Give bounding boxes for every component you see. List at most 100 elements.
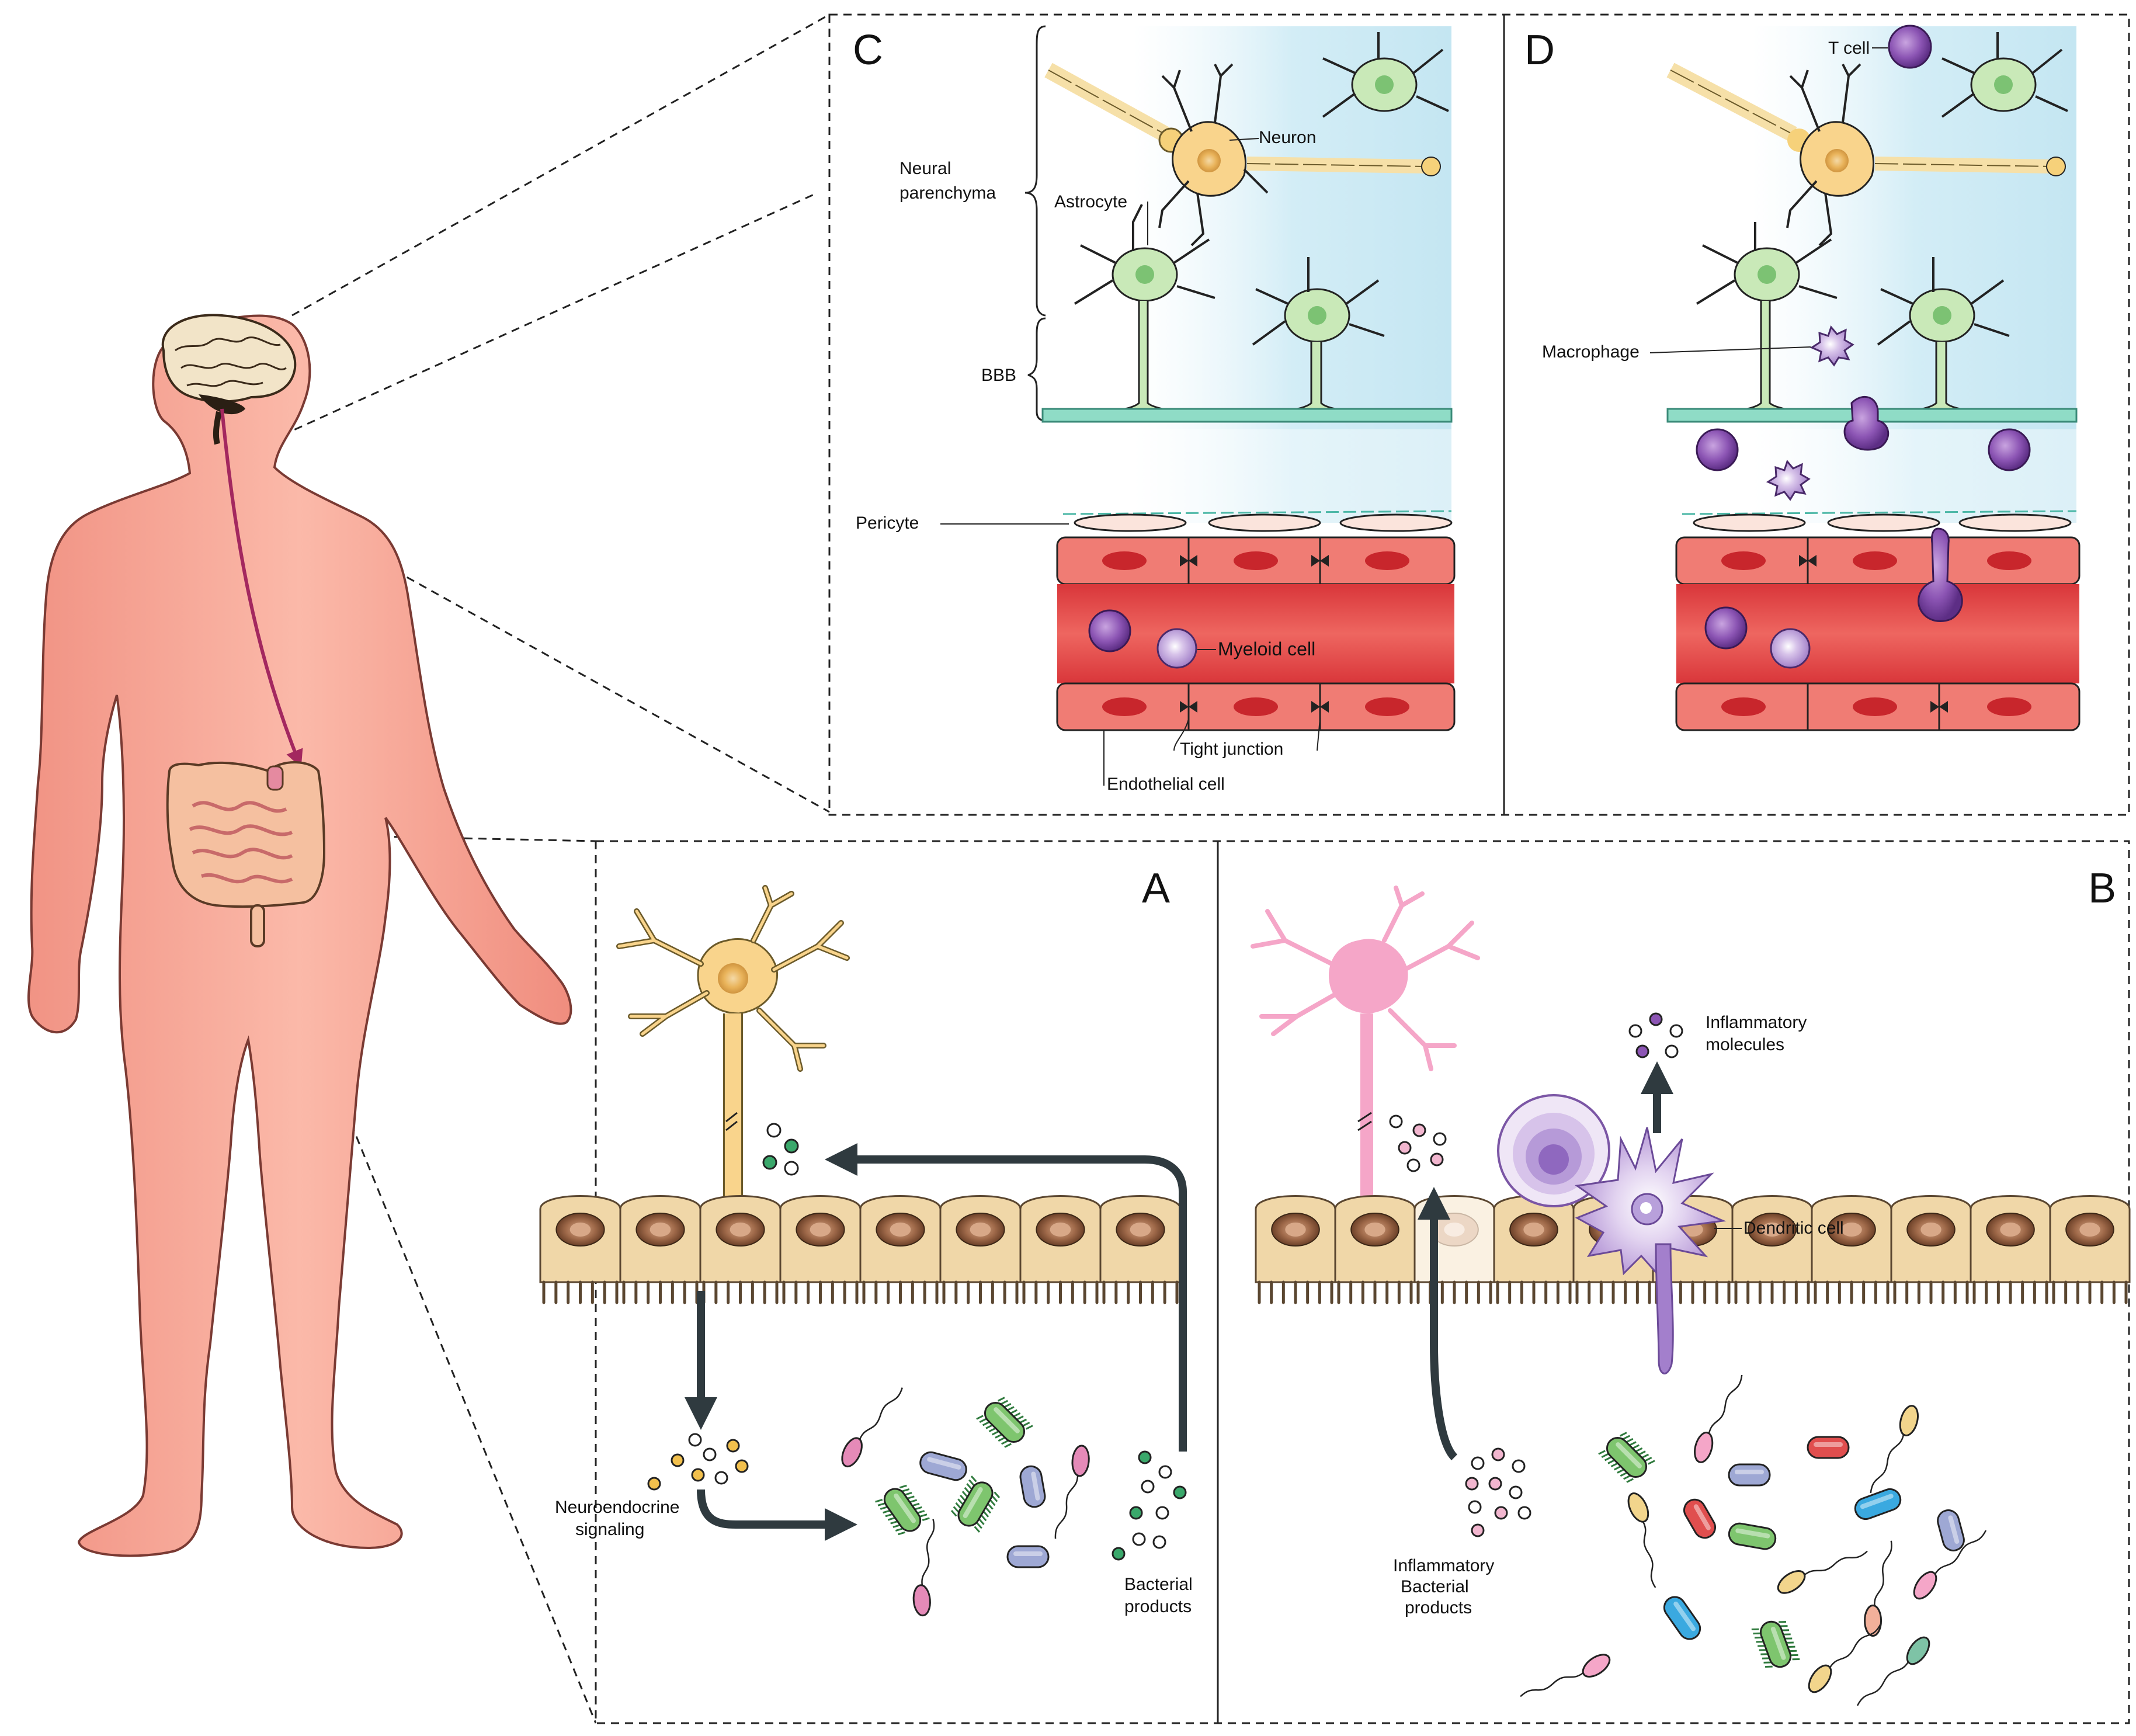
- inflammatory-molecules-label-1: Inflammatory: [1706, 1013, 1807, 1032]
- blood-vessel-d: [1675, 527, 2081, 731]
- epithelial-cell: [1970, 1195, 2051, 1304]
- epithelial-cell: [539, 1195, 621, 1304]
- epithelial-cell: [1099, 1195, 1182, 1304]
- pericyte-label: Pericyte: [856, 513, 919, 533]
- panel-d: D: [1524, 25, 2081, 731]
- migrating-cell-d-bbb: [1843, 395, 1890, 451]
- inflammatory-bacterial-label-2: Bacterial: [1401, 1577, 1469, 1596]
- neural-parenchyma-label-1: Neural: [899, 159, 951, 178]
- immune-cell-d-2: [1988, 428, 2031, 471]
- inflammatory-bacterial-label-3: products: [1405, 1598, 1472, 1617]
- body-silhouette: [27, 314, 572, 1557]
- bbb-membrane-c: [1041, 408, 1453, 423]
- epithelial-cell: [939, 1195, 1022, 1304]
- bacterium: [1006, 1545, 1050, 1568]
- bacterium: [1807, 1436, 1850, 1459]
- flagellated-bacterium: [1777, 1550, 1868, 1594]
- flagellated-bacterium: [1054, 1445, 1090, 1539]
- bacteria-b: [1520, 1374, 1987, 1706]
- bacterium: [1854, 1488, 1902, 1520]
- neuron-b: [1251, 886, 1480, 1244]
- inflammatory-bacterial-label-1: Inflammatory: [1393, 1556, 1494, 1575]
- astrocytes-d: [1696, 32, 2068, 416]
- astrocytes-c: [1074, 32, 1449, 416]
- pericyte-layer-c: [1062, 510, 1453, 532]
- macrophage-label: Macrophage: [1542, 342, 1640, 362]
- molecules-pink-top: [1389, 1114, 1447, 1172]
- parenchyma-column-lower: [1133, 429, 1451, 523]
- molecules-green-bottom: [1112, 1450, 1187, 1561]
- epithelial-cell: [859, 1195, 942, 1304]
- flagellated-bacterium: [1808, 1623, 1882, 1693]
- epithelium-b: [1255, 1195, 2131, 1304]
- t-cell-label: T cell: [1828, 39, 1870, 58]
- immune-cell-d-3: [1704, 606, 1748, 650]
- bacterial-products-label-2: products: [1124, 1597, 1192, 1616]
- bacterium: [1598, 1432, 1655, 1483]
- endothelial-cell-label: Endothelial cell: [1107, 775, 1225, 794]
- epithelial-cell: [2049, 1195, 2131, 1304]
- flagellated-bacterium: [841, 1387, 903, 1468]
- epithelial-cell: [1811, 1195, 1892, 1304]
- epithelial-cell: [619, 1195, 701, 1304]
- neuron-c: [1158, 63, 1441, 246]
- panel-letter-a: A: [1142, 865, 1170, 912]
- brain-icon: [161, 314, 297, 445]
- panel-letter-d: D: [1524, 27, 1555, 74]
- arrow-neuroendocrine-right: [697, 1489, 857, 1541]
- epithelial-cell: [699, 1195, 782, 1304]
- flagellated-bacterium: [1520, 1654, 1611, 1697]
- vagus-nerve-arrow: [220, 408, 303, 768]
- bacteria-a: [841, 1387, 1090, 1617]
- flagellated-bacterium: [1856, 1636, 1930, 1706]
- epithelial-cell: [1019, 1195, 1102, 1304]
- macrophage-d: [1809, 325, 1854, 367]
- epithelial-cell: [1731, 1195, 1813, 1304]
- tight-junction-label: Tight junction: [1180, 739, 1283, 759]
- bacterium: [1683, 1498, 1716, 1539]
- epithelial-cell: [1493, 1195, 1575, 1304]
- bacterium: [1937, 1509, 1965, 1551]
- bacterium: [1728, 1463, 1771, 1487]
- pericyte-layer-d: [1682, 510, 2077, 532]
- human-body: [27, 314, 572, 1557]
- flagellated-bacterium: [1627, 1492, 1656, 1588]
- bacterium: [1751, 1620, 1800, 1668]
- macrophage-d-2: [1766, 459, 1811, 501]
- molecules-yellow: [647, 1433, 749, 1491]
- panel-a: A: [539, 865, 1193, 1617]
- bacterium: [1019, 1465, 1046, 1508]
- neuroendocrine-label-1: Neuroendocrine: [555, 1498, 679, 1517]
- panel-b: B: [1251, 865, 2131, 1706]
- molecules-green-top: [762, 1123, 799, 1176]
- flagellated-bacterium: [1913, 1530, 1987, 1600]
- neural-parenchyma-label-2: parenchyma: [899, 183, 996, 203]
- bacterium: [976, 1397, 1033, 1448]
- epithelial-cell: [1890, 1195, 1972, 1304]
- parenchyma-brace: [1024, 25, 1046, 317]
- neuroendocrine-label-2: signaling: [575, 1520, 644, 1539]
- panel-letter-c: C: [853, 27, 883, 74]
- epithelial-cell: [1413, 1195, 1495, 1304]
- astrocyte-c-2: [1252, 257, 1385, 416]
- panel-c: C Neural parenchyma BBB: [853, 25, 1456, 794]
- bacterium: [1728, 1522, 1777, 1550]
- bacterium: [919, 1451, 967, 1481]
- neuron-a: [616, 885, 850, 1246]
- transmigrating-cell-d: [1918, 527, 1963, 623]
- panel-letter-b: B: [2088, 865, 2116, 912]
- intestines-icon: [166, 761, 326, 947]
- bbb-brace: [1027, 317, 1046, 422]
- epithelium-a: [539, 1195, 1182, 1304]
- astrocyte-label: Astrocyte: [1054, 192, 1127, 211]
- neuron-d: [1786, 63, 2066, 246]
- myeloid-cell-d: [1770, 628, 1811, 669]
- t-cell-d: [1888, 25, 1932, 69]
- inflammatory-molecules-label-2: molecules: [1706, 1035, 1784, 1054]
- flagellated-bacterium: [1870, 1405, 1919, 1494]
- arrow-inflammatory-up: [1418, 1187, 1458, 1460]
- bacterial-products-label-1: Bacterial: [1124, 1575, 1193, 1594]
- blood-vessel-c: [1056, 536, 1456, 731]
- dendritic-cell-label: Dendritic cell: [1743, 1218, 1844, 1238]
